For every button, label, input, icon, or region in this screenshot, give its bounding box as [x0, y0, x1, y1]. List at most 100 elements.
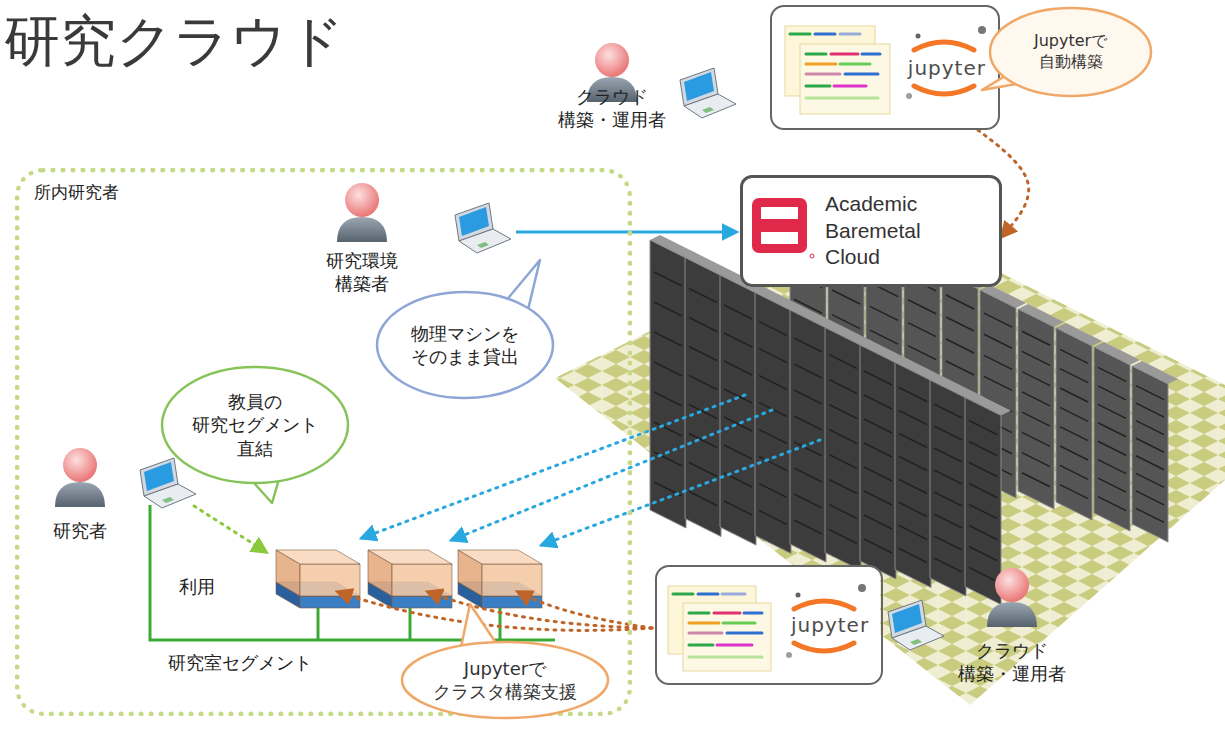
server-rack-part — [1098, 404, 1126, 418]
text-label: 研究者 — [53, 520, 107, 543]
server-rack-part — [1136, 421, 1164, 435]
speech-bubble: 物理マシンを そのまま貸出 — [375, 290, 555, 400]
server-rack-part — [1136, 456, 1164, 470]
jupyter-panel-art-part-part — [845, 73, 878, 76]
jupyter-panel-art-part-part — [689, 632, 722, 635]
jupyter-panel-art-part — [790, 34, 880, 98]
cloud-box: Academic Baremetal Cloud — [740, 175, 1002, 287]
server-rack-part — [829, 480, 857, 494]
server-rack-part — [969, 568, 997, 582]
server-unit-part — [482, 596, 542, 608]
server-rack-part — [908, 323, 936, 337]
server-rack-part — [829, 505, 857, 519]
jupyter-panel-art-part-part — [673, 593, 693, 596]
server-rack-part — [1094, 347, 1130, 531]
server-rack-part — [654, 332, 682, 346]
jupyter-panel-art-part-part — [714, 612, 740, 615]
server-rack-part — [1098, 367, 1126, 381]
person-icon — [987, 568, 1037, 627]
jupyter-panel-art-part — [978, 26, 986, 34]
jupyter-panel-art-part-part — [689, 612, 709, 615]
server-rack-part — [1136, 508, 1164, 522]
jupyter-panel-art-part-part — [806, 53, 826, 56]
jupyter-panel-art-part-part — [806, 73, 840, 76]
speech-bubble: Jupyterで クラスタ構築支援 — [400, 640, 610, 720]
bubble-body — [402, 642, 608, 718]
server-rack-part — [1136, 403, 1164, 417]
server-rack-part — [1060, 388, 1088, 402]
use-arrow — [194, 506, 266, 552]
speech-bubble: 教員の 研究セグメント 直結 — [160, 365, 350, 485]
server-rack-part — [1060, 427, 1088, 441]
server-rack-part — [934, 492, 962, 506]
server-rack-part — [650, 240, 686, 528]
bubble-outline — [400, 640, 610, 720]
server-rack-part — [654, 302, 682, 316]
server-rack-part — [934, 558, 962, 572]
jupyter-panel-art-part-part — [840, 33, 860, 36]
server-rack-part — [899, 457, 927, 471]
server-rack-part — [759, 511, 787, 525]
server-rack-part — [1098, 441, 1126, 455]
server-rack-part — [790, 310, 826, 562]
server-rack-part — [689, 463, 717, 477]
server-rack-part — [864, 443, 892, 457]
server-rack-part — [965, 398, 1001, 605]
server-rack-part — [1098, 460, 1126, 474]
jupyter-panel: jupyter — [770, 5, 1000, 130]
server-rack-part — [689, 492, 717, 506]
openstack-logo — [752, 198, 814, 258]
server-rack-part — [969, 505, 997, 519]
server-rack-part — [899, 388, 927, 402]
group-region: 所内研究者物理マシンを そのまま貸出教員の 研究セグメント 直結 — [15, 168, 632, 716]
jupyter-panel-art-part — [683, 603, 771, 671]
bubble-text: 物理マシンを そのまま貸出 — [411, 322, 519, 369]
server-rack-part — [969, 547, 997, 561]
server-rack-part — [934, 448, 962, 462]
server-rack-part — [864, 371, 892, 385]
server-unit — [276, 550, 360, 608]
text-label: 研究室セグメント — [168, 652, 312, 675]
jupyter-panel-art-part-part — [698, 593, 718, 596]
jupyter-panel-art-part — [673, 594, 762, 657]
server-rack-part — [1098, 386, 1126, 400]
server-unit-part — [458, 550, 542, 564]
server-rack-part — [899, 480, 927, 494]
text-label: クラウド 構築・運用者 — [553, 86, 671, 131]
text-label: 利用 — [179, 576, 215, 599]
lent-servers — [276, 550, 542, 608]
server-rack-part — [1136, 473, 1164, 487]
server-rack-part — [864, 491, 892, 505]
jupyter-panel-art-part-part — [744, 612, 762, 615]
server-rack-part — [759, 349, 787, 363]
server-rack — [1132, 361, 1178, 542]
server-rack-part — [759, 484, 787, 498]
bubble-outline — [375, 290, 555, 400]
server-rack-part — [984, 313, 1012, 327]
server-rack-part — [829, 530, 857, 544]
server-rack-part — [759, 322, 787, 336]
server-rack-part — [969, 421, 997, 435]
laptop-icon — [680, 68, 736, 118]
bubble-body — [162, 367, 348, 483]
server-rack-part — [864, 515, 892, 529]
server-rack-part — [899, 503, 927, 517]
server-rack-part — [860, 345, 896, 579]
laptop-icon-part — [144, 484, 196, 508]
server-rack-part — [794, 468, 822, 482]
jupyter-panel-art-part — [906, 93, 912, 99]
jupyter-panel-art-part — [786, 652, 792, 658]
server-rack-part — [864, 467, 892, 481]
server-rack-part — [724, 501, 752, 515]
server-rack-part — [1060, 465, 1088, 479]
jupyter-panel-art-part-part — [689, 656, 762, 659]
server-rack-part — [1022, 351, 1050, 365]
server-rack-part — [832, 290, 860, 304]
jupyter-panel-art-part-part — [723, 622, 755, 625]
jupyter-panel-art-part — [794, 601, 854, 609]
server-rack-part — [1022, 453, 1050, 467]
jupyter-panel-art-part-part — [722, 593, 745, 596]
person-icon-part — [995, 568, 1029, 602]
request-arrow — [516, 231, 736, 234]
